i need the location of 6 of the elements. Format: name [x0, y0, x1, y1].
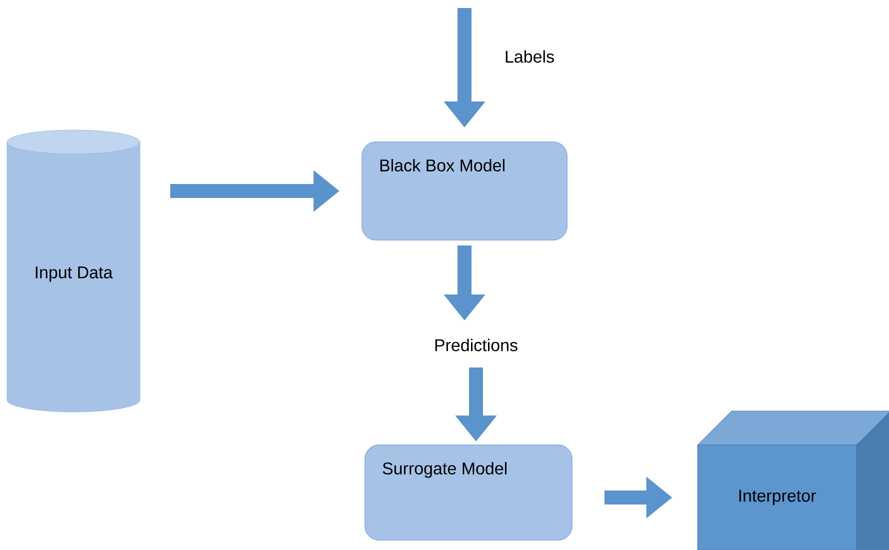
process-box: Black Box Model	[362, 142, 568, 240]
process-box: Surrogate Model	[364, 444, 572, 540]
cube: Interpretor	[697, 410, 889, 550]
cylinder: Input Data	[6, 130, 140, 412]
text-label: Predictions	[435, 338, 518, 352]
edge-label: Labels	[502, 48, 557, 65]
